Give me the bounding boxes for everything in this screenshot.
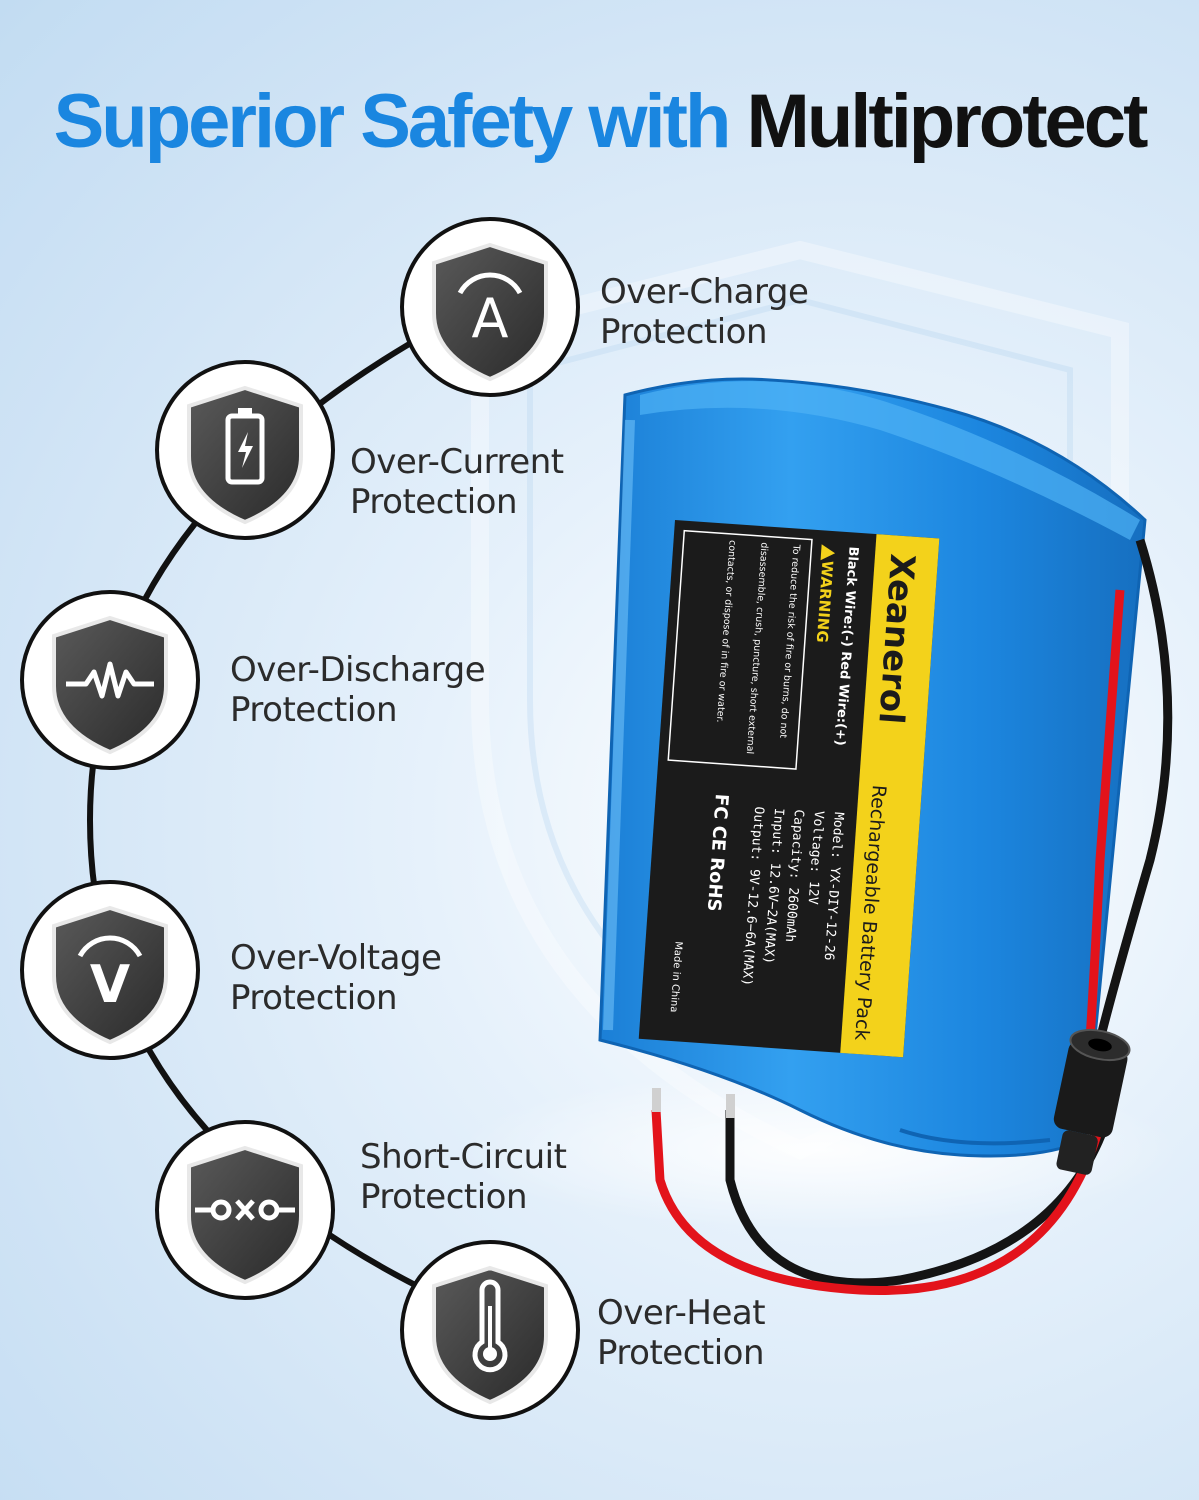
feature-line: Protection: [597, 1333, 765, 1373]
headline-part2: Multiprotect: [746, 79, 1149, 164]
svg-text:V: V: [90, 955, 130, 1015]
wires: [651, 538, 1173, 1296]
badge-over-voltage: V: [20, 880, 200, 1060]
badge-short-circuit: [155, 1120, 335, 1300]
badge-over-charge: A: [400, 217, 580, 397]
ammeter-icon: A: [457, 272, 523, 350]
feature-line: Over-Charge: [600, 272, 809, 312]
feature-short-circuit: Short-Circuit Protection: [360, 1137, 567, 1217]
battery-label: Xeanerol Rechargeable Battery Pack Black…: [638, 520, 940, 1058]
feature-line: Protection: [230, 978, 398, 1018]
headline-part1: Superior Safety with: [53, 79, 732, 164]
feature-line: Over-Discharge: [230, 650, 486, 690]
badge-over-discharge: [20, 590, 200, 770]
dc-connector: [1053, 1028, 1131, 1175]
battery-bolt-icon: [225, 408, 265, 485]
thermometer-icon: [472, 1279, 508, 1373]
feature-over-discharge: Over-Discharge Protection: [230, 650, 486, 730]
feature-line: Protection: [600, 312, 768, 352]
circuit-break-icon: [195, 1199, 295, 1221]
warning-title: WARNING: [813, 560, 837, 643]
feature-over-current: Over-Current Protection: [350, 442, 564, 522]
feature-line: Protection: [230, 690, 398, 730]
waveform-icon: [66, 661, 154, 699]
badge-over-heat: [400, 1240, 580, 1420]
battery-pack: Xeanerol Rechargeable Battery Pack Black…: [598, 377, 1147, 1158]
feature-line: Short-Circuit: [360, 1137, 567, 1177]
made-in: Made in China: [668, 941, 684, 1013]
feature-over-heat: Over-Heat Protection: [597, 1293, 766, 1373]
feature-line: Protection: [360, 1177, 528, 1217]
spec-voltage: Voltage: 12V: [805, 810, 827, 905]
headline: Superior Safety with Multiprotect: [0, 78, 1199, 165]
warning-icon: [820, 544, 836, 561]
feature-line: Over-Current: [350, 442, 564, 482]
feature-over-voltage: Over-Voltage Protection: [230, 938, 442, 1018]
feature-line: Over-Voltage: [230, 938, 442, 978]
feature-line: Protection: [350, 482, 518, 522]
feature-over-charge: Over-Charge Protection: [600, 272, 809, 352]
voltmeter-icon: V: [77, 935, 143, 1015]
badge-over-current: [155, 360, 335, 540]
feature-line: Over-Heat: [597, 1293, 766, 1333]
svg-text:A: A: [472, 287, 509, 350]
